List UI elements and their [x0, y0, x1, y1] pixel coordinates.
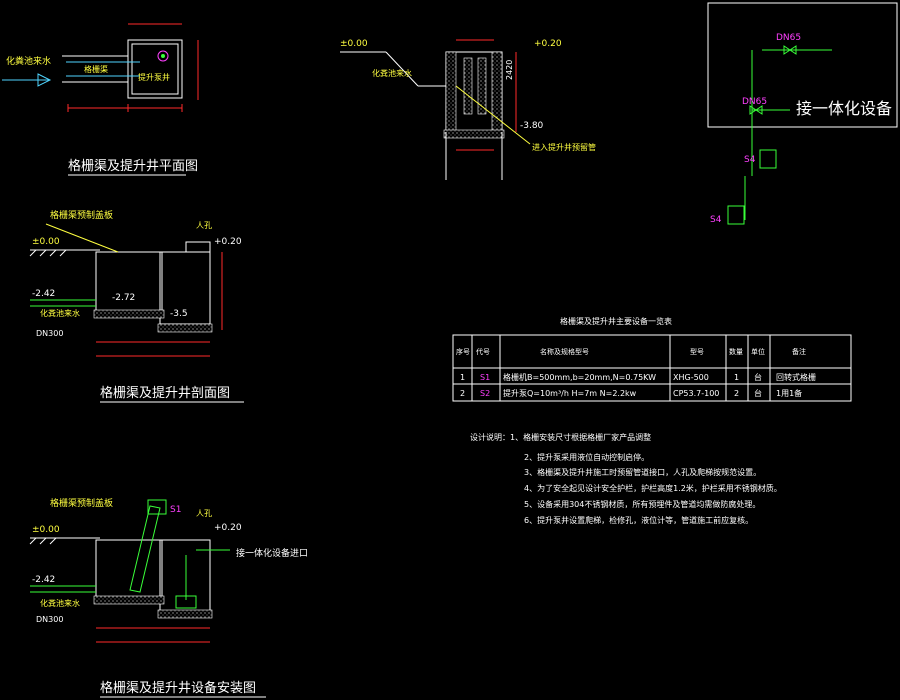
plan-dimensions	[67, 23, 199, 112]
valve-top-icon	[783, 45, 791, 55]
plan-pump-icon	[157, 50, 169, 62]
section-dimensions	[96, 252, 223, 357]
table-header-remark: 备注	[792, 347, 806, 356]
install-elev-in: -2.42	[32, 575, 55, 585]
screen-machine	[129, 499, 167, 593]
table-cell-index: 2	[460, 389, 465, 398]
top-depth: 2420	[505, 60, 514, 80]
install-pump	[175, 549, 230, 609]
install-elev-ground: ±0.00	[32, 525, 60, 535]
table-header-name: 名称及规格型号	[540, 347, 589, 356]
install-view: 格栅渠预制盖板 S1 ±0.00 +0.20 人孔 接一体化设备进口 -2.42…	[29, 497, 308, 698]
top-inlet-note: 进入提升井预留管	[532, 142, 596, 152]
pump-equipment: 接一体化设备	[796, 99, 892, 118]
install-equip-tag: S1	[170, 505, 181, 515]
section-ground	[29, 249, 100, 257]
top-section-view: ±0.00 +0.20 -3.80 化粪池来水 进入提升井预留管 2420	[340, 39, 596, 180]
table-row: 1 S1 格栅机B=500mm,b=20mm,N=0.75KW XHG-500 …	[460, 372, 816, 382]
plan-channel-label: 格栅渠	[84, 64, 108, 74]
pump-s4-upper-icon	[759, 149, 777, 169]
install-manhole: 人孔	[196, 509, 212, 518]
pump-diagram: DN65 DN65 接一体化设备 S4 S4	[707, 2, 898, 225]
notes-item: 6、提升泵井设置爬梯，检修孔，液位计等，管道施工前应复核。	[524, 515, 753, 525]
valve-mid-icon	[749, 105, 757, 115]
section-manhole: 人孔	[196, 221, 212, 230]
table-cell-unit: 台	[754, 372, 762, 382]
pump-b: S4	[710, 215, 722, 225]
section-elev-bottom: -3.5	[170, 309, 188, 319]
top-inflow-label: 化粪池来水	[372, 68, 412, 78]
section-inflow-label: 化粪池来水	[40, 308, 80, 318]
inflow-arrow-icon	[37, 73, 52, 87]
table-header-code: 代号	[476, 347, 490, 356]
install-dimensions	[96, 627, 210, 643]
section-elev-in-b: -2.72	[112, 293, 135, 303]
notes-item: 2、提升泵采用液位自动控制启停。	[524, 452, 649, 462]
table-cell-index: 1	[460, 373, 465, 382]
table-cell-name: 格栅机B=500mm,b=20mm,N=0.75KW	[503, 372, 656, 382]
equipment-table: 格栅渠及提升井主要设备一览表 序号 代号 名称及规格型号 型号 数量 单位 备注…	[452, 316, 852, 402]
install-pipe-size: DN300	[36, 615, 63, 624]
notes-item: 4、为了安全起见设计安全护栏，护栏高度1.2米，护栏采用不锈钢材质。	[524, 483, 782, 493]
plan-channel	[62, 55, 140, 83]
plan-well-label: 提升泵井	[138, 72, 170, 82]
table-cell-name: 提升泵Q=10m³/h H=7m N=2.2kw	[503, 388, 637, 398]
valve-mid-mirror-icon	[755, 105, 763, 115]
top-elev-bottom: -3.80	[520, 121, 544, 131]
section-pipe-size: DN300	[36, 329, 63, 338]
table-header-row: 序号 代号 名称及规格型号 型号 数量 单位 备注	[456, 347, 806, 356]
table-title: 格栅渠及提升井主要设备一览表	[560, 316, 672, 326]
top-elev-top: +0.20	[534, 39, 562, 49]
table-cell-remark: 1用1备	[776, 388, 802, 398]
design-notes: 设计说明：1、格栅安装尺寸根据格栅厂家产品调整 2、提升泵采用液位自动控制启停。…	[470, 432, 782, 525]
install-inflow-label: 化粪池来水	[40, 598, 80, 608]
table-cell-model: CP53.7-100	[673, 389, 719, 398]
table-cell-model: XHG-500	[673, 373, 709, 382]
table-cell-code: S1	[480, 373, 490, 382]
section-cover-label: 格栅渠预制盖板	[50, 209, 113, 221]
table-row: 2 S2 提升泵Q=10m³/h H=7m N=2.2kw CP53.7-100…	[460, 388, 802, 398]
pump-s4-lower-icon	[727, 205, 745, 225]
valve-top-mirror-icon	[789, 45, 797, 55]
plan-title: 格栅渠及提升井平面图	[68, 158, 198, 174]
table-header-index: 序号	[456, 347, 470, 356]
notes-item: 3、格栅渠及提升井施工时预留管道接口，人孔及爬梯按规范设置。	[524, 467, 761, 477]
pump-valve-top: DN65	[776, 33, 801, 43]
section-elev-top: +0.20	[214, 237, 242, 247]
table-header-unit: 单位	[751, 347, 765, 356]
table-cell-qty: 2	[734, 389, 739, 398]
plan-inflow-label: 化粪池来水	[6, 55, 51, 67]
section-elev-ground: ±0.00	[32, 237, 60, 247]
table-cell-unit: 台	[754, 388, 762, 398]
table-cell-qty: 1	[734, 373, 739, 382]
plan-view: 化粪池来水 格栅渠 提升泵井 格栅渠及提升井平面图	[2, 23, 199, 176]
notes-heading: 设计说明：1、格栅安装尺寸根据格栅厂家产品调整	[470, 432, 651, 442]
install-elev-top: +0.20	[214, 523, 242, 533]
notes-item: 5、设备采用304不锈钢材质，所有预埋件及管道均需做防腐处理。	[524, 499, 760, 509]
section-title: 格栅渠及提升井剖面图	[100, 385, 230, 401]
install-title: 格栅渠及提升井设备安装图	[100, 680, 256, 696]
install-cover-label: 格栅渠预制盖板	[50, 497, 113, 509]
table-header-qty: 数量	[729, 347, 743, 356]
section-elev-in-a: -2.42	[32, 289, 55, 299]
table-cell-remark: 回转式格栅	[776, 372, 816, 382]
pump-valve-mid: DN65	[742, 97, 767, 107]
table-cell-code: S2	[480, 389, 490, 398]
top-elev-ground: ±0.00	[340, 39, 368, 49]
install-to-equipment: 接一体化设备进口	[236, 547, 308, 559]
top-section-dimensions	[456, 39, 517, 151]
section-view: 格栅渠预制盖板 ±0.00 +0.20 人孔 -2.42 -2.72 -3.5 …	[29, 209, 244, 403]
table-header-model: 型号	[690, 347, 704, 356]
install-ground	[29, 537, 100, 545]
plan-pump-core-icon	[161, 54, 165, 58]
pump-a: S4	[744, 155, 756, 165]
